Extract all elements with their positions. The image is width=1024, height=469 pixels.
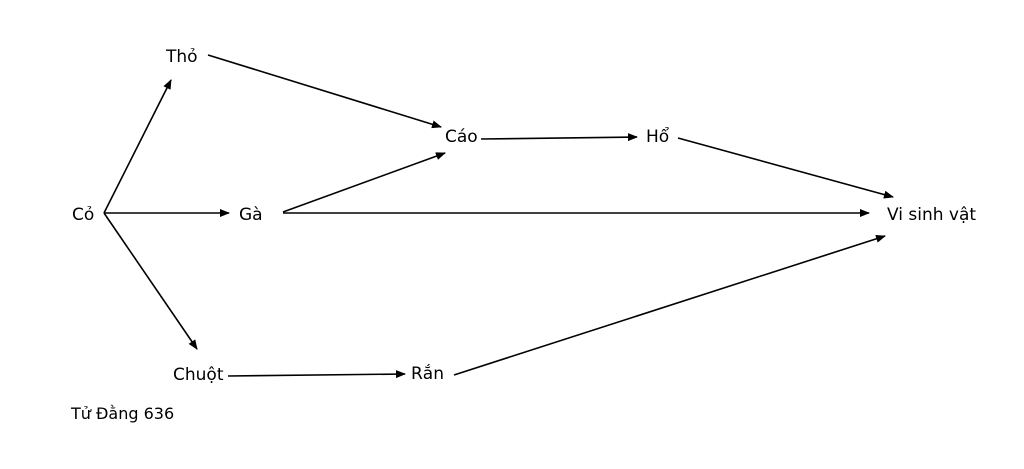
node-vi-sinh-vat: Vi sinh vật — [887, 205, 977, 225]
node-co: Cỏ — [72, 205, 95, 225]
arrow-co-chuot — [103, 212, 198, 350]
node-ho: Hổ — [646, 127, 670, 147]
node-ga: Gà — [239, 205, 263, 225]
arrow-co-tho — [103, 79, 172, 214]
arrow-cao-ho — [480, 133, 638, 142]
node-chuot: Chuột — [173, 365, 224, 385]
arrow-ho-vi-sinh-vat — [677, 137, 894, 199]
arrow-tho-cao — [207, 54, 442, 129]
node-tho: Thỏ — [166, 47, 198, 67]
node-cao: Cáo — [445, 127, 478, 147]
arrow-ran-vi-sinh-vat — [453, 234, 886, 376]
arrow-ga-cao — [282, 152, 446, 213]
author-credit: Tử Đằng 636 — [71, 404, 175, 423]
arrow-chuot-ran — [227, 370, 406, 379]
node-ran: Rắn — [411, 364, 445, 384]
